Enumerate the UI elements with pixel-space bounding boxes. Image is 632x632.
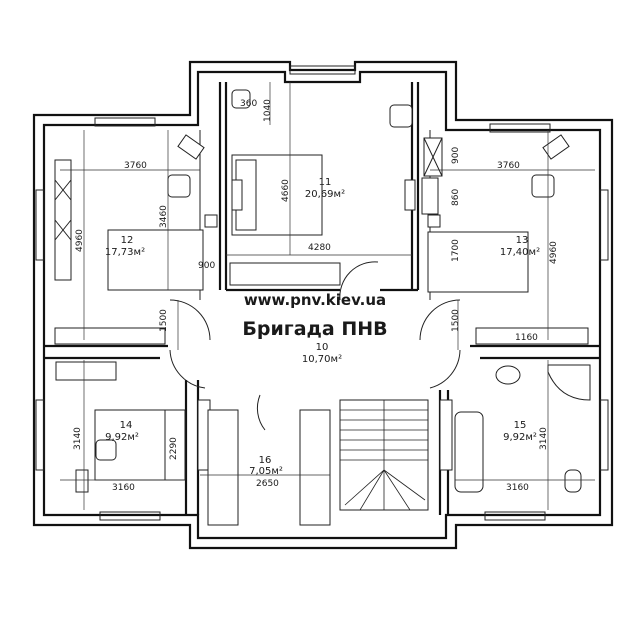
dim-3140-left: 3140 [73, 427, 83, 450]
windows [35, 65, 609, 521]
room-13-number: 13 [516, 235, 529, 246]
watermark-url: www.pnv.kiev.ua [244, 291, 386, 309]
room-11-number: 11 [319, 177, 332, 188]
dim-3160-right: 3160 [506, 483, 529, 493]
shower [547, 364, 591, 401]
room-15-number: 15 [514, 420, 527, 431]
bed-room-13 [427, 231, 529, 293]
dim-4660: 4660 [281, 179, 291, 202]
bathtub [454, 411, 484, 493]
staircase [207, 399, 429, 526]
dim-1040: 1040 [263, 99, 273, 122]
dim-3160-left: 3160 [112, 483, 135, 493]
dimension-labels: 360 1040 4660 4280 3760 3460 4960 1500 9… [73, 99, 559, 493]
dim-900-left: 900 [198, 261, 215, 271]
room-12-area: 17,73м² [105, 247, 145, 258]
sink [495, 365, 521, 385]
bed-room-12 [107, 229, 204, 291]
watermark-brigade: Бригада ПНВ [242, 318, 387, 340]
room-16-area: 7,05м² [249, 466, 283, 477]
room-13-area: 17,40м² [500, 247, 540, 258]
dim-3760-left: 3760 [124, 161, 147, 171]
wardrobes [54, 137, 589, 381]
bed-room-11 [231, 154, 323, 236]
dim-360: 360 [240, 99, 257, 109]
dim-1500-left: 1500 [159, 309, 169, 332]
room-11-area: 20,69м² [305, 189, 345, 200]
dimension-lines [60, 82, 595, 510]
dim-4960-left: 4960 [75, 229, 85, 252]
toilet [564, 469, 582, 493]
dim-4960-right: 4960 [549, 241, 559, 264]
dim-1500-right: 1500 [451, 309, 461, 332]
bathroom-fixtures [75, 364, 591, 493]
dim-4280: 4280 [308, 243, 331, 253]
dim-1700: 1700 [451, 239, 461, 262]
dim-900-right: 900 [451, 147, 461, 164]
dim-3460: 3460 [159, 205, 169, 228]
room-14-number: 14 [120, 420, 133, 431]
doors [169, 261, 461, 431]
dim-2290: 2290 [169, 437, 179, 460]
room-14-area: 9,92м² [105, 432, 139, 443]
chairs [95, 89, 570, 471]
room-10-area: 10,70м² [302, 354, 342, 365]
exterior-walls [32, 60, 614, 550]
room-15-area: 9,92м² [503, 432, 537, 443]
dim-2650: 2650 [256, 479, 279, 489]
room-12-number: 12 [121, 235, 134, 246]
room-labels: 10 10,70м² 11 20,69м² 12 17,73м² 13 17,4… [105, 177, 540, 477]
dim-3760-right: 3760 [497, 161, 520, 171]
dim-860: 860 [451, 189, 461, 206]
room-10-number: 10 [316, 342, 329, 353]
dim-3140-right: 3140 [539, 427, 549, 450]
room-16-number: 16 [259, 455, 272, 466]
dim-1160: 1160 [515, 333, 538, 343]
